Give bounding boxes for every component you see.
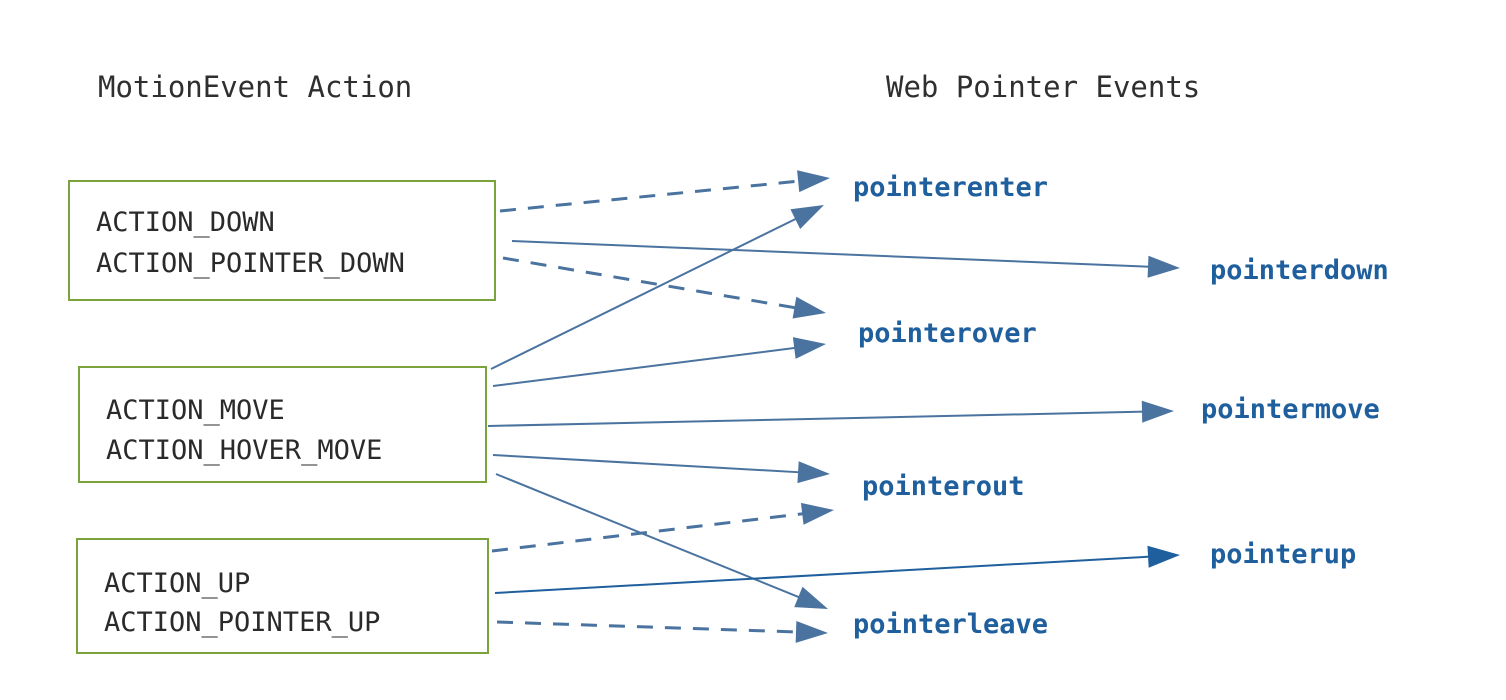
arrow-move-to-pointerout [492,454,830,484]
arrow-move-to-pointermove [487,400,1174,427]
event-pointermove: pointermove [1201,394,1380,425]
arrowhead-move-to-pointerleave [794,586,828,609]
arrowhead-move-to-pointerenter [790,205,824,230]
arrow-move-to-pointerenter [490,205,824,370]
source-box-up: ACTION_UP ACTION_POINTER_UP [76,538,489,654]
arrowhead-move-to-pointerover [792,337,826,359]
event-pointerout: pointerout [862,471,1025,502]
source-box-down: ACTION_DOWN ACTION_POINTER_DOWN [68,180,496,301]
arrow-down-to-pointerenter [499,170,830,213]
arrow-move-to-pointerover [492,337,826,387]
arrowhead-down-to-pointerover [792,296,826,319]
arrowhead-up-to-pointerout [800,502,834,525]
arrowhead-move-to-pointermove [1141,400,1174,423]
source-label-action-pointer-up: ACTION_POINTER_UP [104,607,381,638]
source-label-action-down: ACTION_DOWN [96,207,275,238]
arrow-up-to-pointerleave [496,620,828,643]
event-pointerdown: pointerdown [1210,255,1389,286]
event-pointerup: pointerup [1210,539,1357,570]
arrowhead-up-to-pointerup [1147,545,1180,568]
source-label-action-hover-move: ACTION_HOVER_MOVE [106,435,383,466]
arrow-line-up-to-pointerleave [496,620,799,634]
arrowhead-move-to-pointerout [797,461,830,484]
arrow-line-move-to-pointerleave [495,473,801,599]
arrow-line-down-to-pointerdown [511,240,1151,268]
arrow-move-to-pointerleave [495,473,828,609]
header-web-pointer-events: Web Pointer Events [886,70,1201,104]
arrowhead-up-to-pointerleave [795,620,828,643]
arrow-line-move-to-pointerover [492,346,797,387]
source-label-action-pointer-down: ACTION_POINTER_DOWN [96,248,405,279]
arrow-line-up-to-pointerout [491,512,805,553]
arrow-up-to-pointerout [491,502,834,553]
arrow-line-move-to-pointermove [487,410,1145,427]
arrow-line-down-to-pointerenter [499,179,801,213]
source-label-action-move: ACTION_MOVE [106,395,285,426]
arrow-down-to-pointerover [502,256,826,319]
arrow-line-down-to-pointerover [502,256,797,310]
source-label-action-up: ACTION_UP [104,568,251,599]
arrow-line-up-to-pointerup [494,555,1151,594]
event-pointerenter: pointerenter [853,172,1049,203]
event-pointerover: pointerover [858,318,1037,349]
arrow-line-move-to-pointerenter [490,217,798,370]
arrow-down-to-pointerdown [511,240,1180,278]
arrowhead-down-to-pointerdown [1147,255,1180,278]
header-motionevent-action: MotionEvent Action [98,70,413,104]
arrow-line-move-to-pointerout [492,454,801,474]
arrow-up-to-pointerup [494,545,1180,594]
event-pointerleave: pointerleave [853,609,1049,640]
arrowhead-down-to-pointerenter [797,170,830,193]
source-box-move: ACTION_MOVE ACTION_HOVER_MOVE [78,366,487,483]
